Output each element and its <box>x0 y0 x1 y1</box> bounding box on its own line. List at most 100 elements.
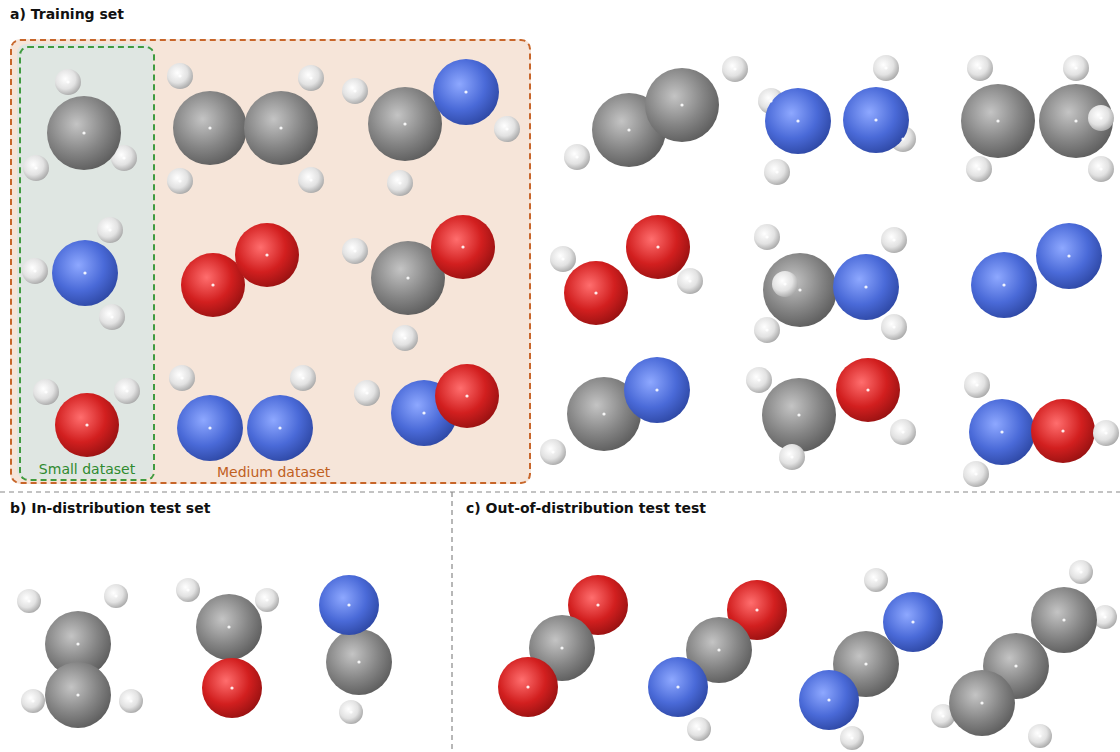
atom-highlight <box>353 249 356 252</box>
atom-sphere <box>97 217 123 243</box>
atom-highlight <box>755 608 758 611</box>
atom-highlight <box>688 279 691 282</box>
atom-highlight <box>422 411 425 414</box>
atom-highlight <box>1061 429 1064 432</box>
atom-sphere <box>971 252 1037 318</box>
atom-sphere <box>342 78 368 104</box>
atom-sphere <box>55 393 119 457</box>
atom-highlight <box>1000 430 1003 433</box>
atom-highlight <box>211 283 214 286</box>
atom-highlight <box>122 156 125 159</box>
atom-highlight <box>76 642 79 645</box>
molecule <box>963 372 1119 487</box>
atom-highlight <box>347 603 350 606</box>
atom-sphere <box>762 378 836 452</box>
atom-sphere <box>890 419 916 445</box>
atom-highlight <box>783 282 786 285</box>
atom-highlight <box>733 67 736 70</box>
atom-sphere <box>677 268 703 294</box>
atom-highlight <box>901 430 904 433</box>
atom-highlight <box>676 685 679 688</box>
molecule <box>758 55 916 185</box>
atom-sphere <box>1088 156 1114 182</box>
atom-sphere <box>833 254 899 320</box>
molecule <box>498 575 628 717</box>
molecule <box>342 59 520 196</box>
atom-highlight <box>83 271 86 274</box>
atom-sphere <box>167 168 193 194</box>
atom-sphere <box>298 65 324 91</box>
atom-highlight <box>406 276 409 279</box>
atom-sphere <box>1031 399 1095 463</box>
atom-highlight <box>717 648 720 651</box>
atom-highlight <box>1038 734 1041 737</box>
atom-sphere <box>540 439 566 465</box>
atom-sphere <box>52 240 118 306</box>
atom-highlight <box>125 389 128 392</box>
atom-highlight <box>129 699 132 702</box>
atom-highlight <box>864 662 867 665</box>
atom-highlight <box>85 423 88 426</box>
atom-sphere <box>22 258 48 284</box>
atom-sphere <box>202 658 262 718</box>
atom-sphere <box>255 588 279 612</box>
atom-highlight <box>1014 664 1017 667</box>
atom-sphere <box>176 578 200 602</box>
atom-highlight <box>996 119 999 122</box>
atom-sphere <box>498 657 558 717</box>
atom-highlight <box>892 238 895 241</box>
molecule <box>754 224 907 343</box>
atom-highlight <box>66 80 69 83</box>
atom-highlight <box>31 699 34 702</box>
atom-highlight <box>82 131 85 134</box>
atom-sphere <box>799 670 859 730</box>
dataset-box: Small dataset <box>19 46 155 481</box>
atom-highlight <box>309 178 312 181</box>
atom-highlight <box>769 99 772 102</box>
atom-highlight <box>265 598 268 601</box>
atom-sphere <box>247 395 313 461</box>
atom-highlight <box>76 693 79 696</box>
atom-highlight <box>1074 66 1077 69</box>
dataset-box: Medium datasetSmall dataset <box>10 39 531 484</box>
atom-sphere <box>966 156 992 182</box>
molecule <box>17 584 143 728</box>
molecule <box>746 358 916 470</box>
atom-highlight <box>757 378 760 381</box>
atom-highlight <box>775 170 778 173</box>
atom-highlight <box>309 76 312 79</box>
atom-highlight <box>465 394 468 397</box>
atom-sphere <box>169 365 195 391</box>
atom-highlight <box>180 376 183 379</box>
atom-sphere <box>764 159 790 185</box>
atom-sphere <box>873 55 899 81</box>
atom-highlight <box>594 291 597 294</box>
atom-sphere <box>114 378 140 404</box>
atom-sphere <box>967 55 993 81</box>
molecule <box>167 63 324 194</box>
atom-highlight <box>27 599 30 602</box>
atom-sphere <box>342 238 368 264</box>
molecule <box>169 365 316 461</box>
atom-highlight <box>560 646 563 649</box>
atom-highlight <box>526 685 529 688</box>
atom-sphere <box>387 170 413 196</box>
atom-sphere <box>564 144 590 170</box>
atom-sphere <box>104 584 128 608</box>
atom-highlight <box>551 450 554 453</box>
atom-sphere <box>645 68 719 142</box>
molecule <box>33 378 140 457</box>
atom-sphere <box>746 367 772 393</box>
atom-sphere <box>843 87 909 153</box>
molecule <box>971 223 1102 318</box>
atom-highlight <box>208 126 211 129</box>
atom-highlight <box>230 686 233 689</box>
atom-highlight <box>866 388 869 391</box>
atom-sphere <box>864 568 888 592</box>
atom-sphere <box>765 88 831 154</box>
atom-sphere <box>23 155 49 181</box>
atom-sphere <box>354 380 380 406</box>
molecule <box>354 364 499 446</box>
atom-highlight <box>33 269 36 272</box>
atom-highlight <box>403 122 406 125</box>
